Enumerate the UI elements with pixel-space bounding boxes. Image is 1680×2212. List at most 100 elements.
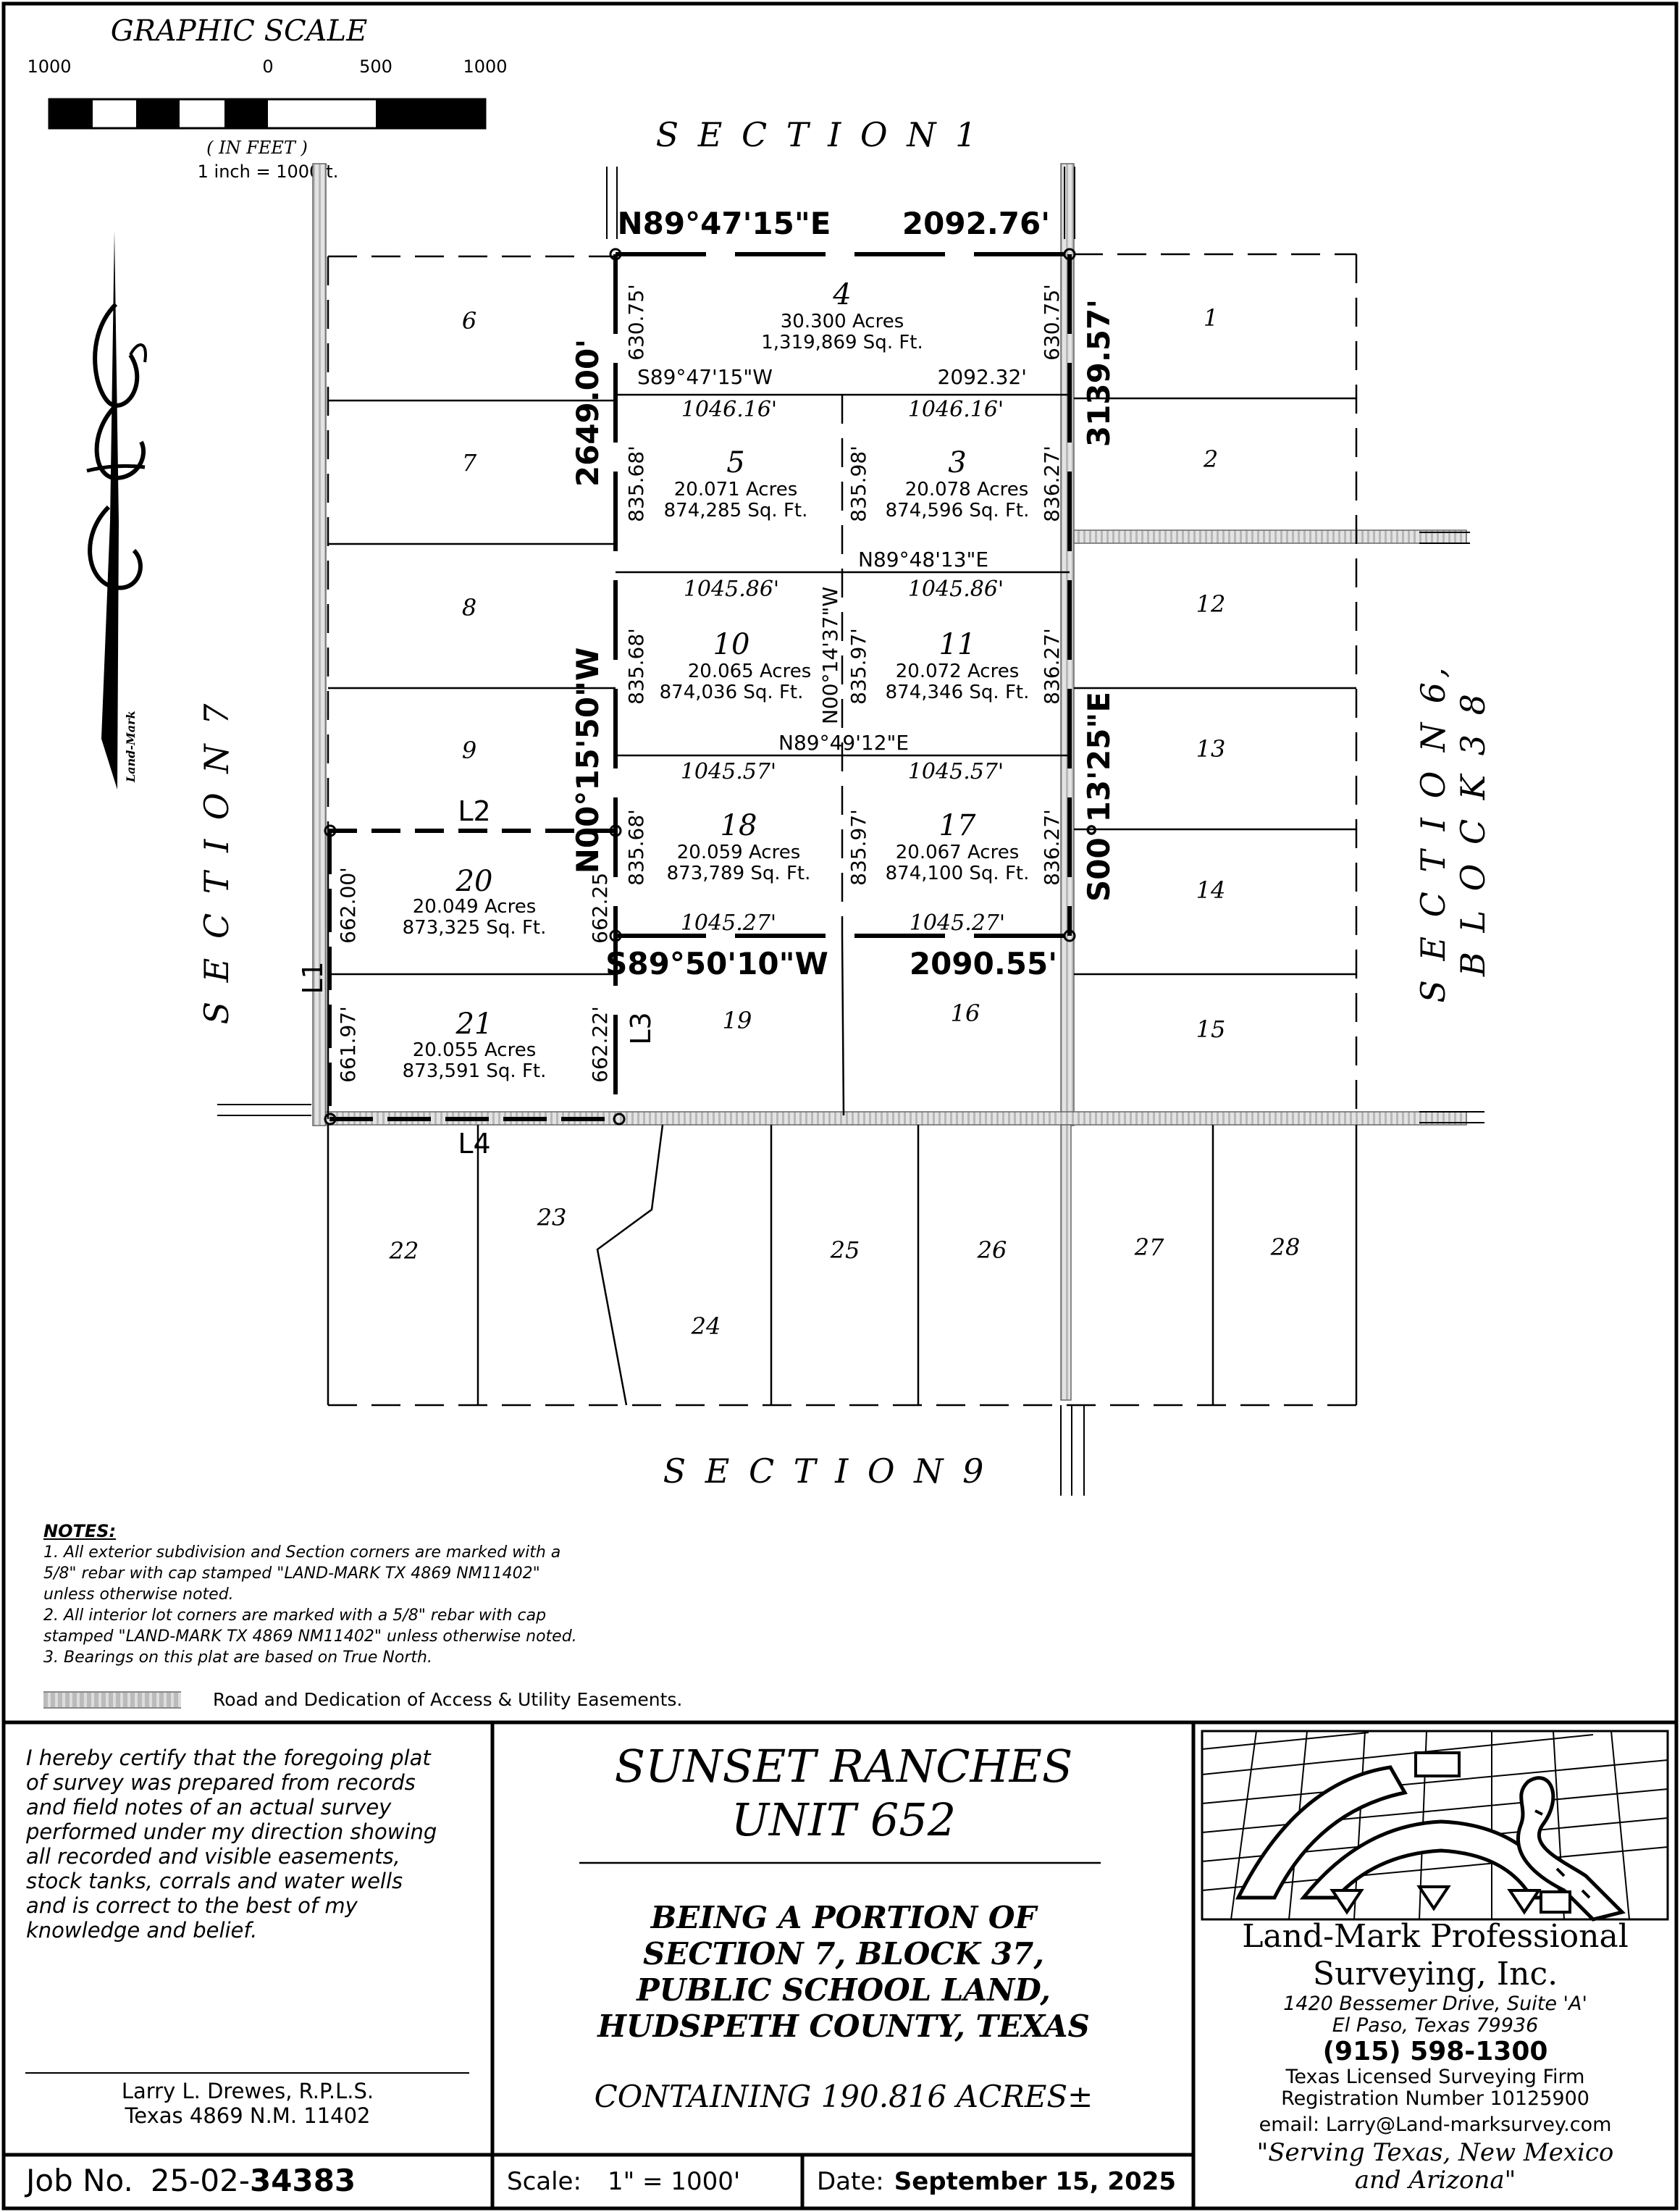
adjoining-lot-8: 8	[462, 594, 476, 621]
company-address-2: El Paso, Texas 79936	[1332, 2014, 1539, 2037]
note-line: unless otherwise noted.	[43, 1585, 234, 1604]
east-bearing: S00°13'25"E	[1081, 692, 1117, 902]
north-arrow-icon: Land-Mark	[86, 230, 147, 789]
dim-lot21-east: 662.22'	[588, 1006, 612, 1083]
lot-4-acres: 30.300 Acres	[781, 311, 904, 332]
dim-line-3b: 1045.86'	[908, 577, 1004, 602]
job-label: Job No.	[26, 2163, 133, 2198]
scale-field: Scale: 1" = 1000'	[507, 2167, 797, 2196]
dim-line-2a: 1046.16'	[681, 397, 777, 422]
cert-line: and is correct to the best of my	[26, 1893, 358, 1918]
note-line: 5/8" rebar with cap stamped "LAND-MARK T…	[43, 1564, 540, 1583]
dim-lot4-east: 630.75'	[1040, 284, 1064, 361]
lot-11-number: 11	[939, 628, 976, 661]
west-bearing: N00°15'50"W	[570, 648, 605, 874]
lot-5-sqft: 874,285 Sq. Ft.	[664, 500, 808, 521]
plat-description: BEING A PORTION OF SECTION 7, BLOCK 37, …	[500, 1900, 1188, 2045]
dim-line-3a: 1045.86'	[684, 577, 779, 602]
surveyor-name: Larry L. Drewes, R.P.L.S.	[121, 2079, 374, 2103]
dim-mid-bearing: N00°14'37"W	[818, 587, 842, 724]
adjoining-lot-22: 22	[389, 1237, 419, 1265]
dim-line-4-bearing: N89°49'12"E	[778, 731, 909, 755]
dim-lot4-west: 630.75'	[624, 284, 648, 361]
adjoining-lot-23: 23	[537, 1204, 567, 1231]
lot-18-number: 18	[721, 809, 757, 842]
dim-line-1-length: 2092.32'	[938, 365, 1027, 389]
dim-line-5b: 1045.27'	[910, 910, 1005, 936]
dim-lot5-west: 835.68'	[624, 445, 648, 522]
lot-11-sqft: 874,346 Sq. Ft.	[886, 682, 1030, 703]
dim-lot3-west: 835.98'	[847, 445, 870, 522]
dim-line-5a: 1045.27'	[681, 910, 776, 936]
lot-17-number: 17	[939, 809, 976, 842]
plat-title: SUNSET RANCHES	[614, 1740, 1073, 1793]
cert-line: and field notes of an actual survey	[26, 1795, 392, 1819]
block-38-label: B L O C K 3 8	[1453, 690, 1492, 977]
section-7-label: S E C T I O N 7	[197, 700, 236, 1025]
lot-18-sqft: 873,789 Sq. Ft.	[667, 863, 811, 884]
scale-label: Scale:	[507, 2167, 581, 2196]
lot-4-sqft: 1,319,869 Sq. Ft.	[761, 332, 923, 353]
adjoining-lot-12: 12	[1196, 590, 1226, 618]
lot-11-acres: 20.072 Acres	[896, 661, 1020, 682]
scale-units: ( IN FEET )	[206, 138, 308, 158]
label-L2: L2	[458, 795, 490, 827]
certification-statement: I hereby certify that the foregoing plat…	[26, 1746, 482, 1943]
lot-21-number: 21	[455, 1007, 493, 1041]
adjoining-lot-9: 9	[462, 737, 476, 764]
scale-tick-500: 500	[359, 56, 392, 77]
north-length: 2092.76'	[902, 206, 1050, 241]
description-line: HUDSPETH COUNTY, TEXAS	[597, 2008, 1090, 2044]
subdivision-lot-labels: 4 30.300 Acres 1,319,869 Sq. Ft. 5 20.07…	[403, 278, 1030, 1082]
lot-10-number: 10	[713, 628, 750, 661]
north-arrow-label: Land-Mark	[124, 711, 138, 783]
lot-10-acres: 20.065 Acres	[688, 661, 812, 682]
lot-20-number: 20	[455, 865, 493, 898]
lot-21-sqft: 873,591 Sq. Ft.	[403, 1060, 547, 1082]
section-9-label: S E C T I O N 9	[663, 1451, 988, 1491]
adjoining-lot-16: 16	[951, 1000, 980, 1027]
lot-3-acres: 20.078 Acres	[905, 479, 1029, 500]
description-line: SECTION 7, BLOCK 37,	[643, 1936, 1044, 1972]
adjoining-lot-6: 6	[462, 307, 476, 335]
dim-line-1-bearing: S89°47'15"W	[637, 365, 773, 389]
legend-label: Road and Dedication of Access & Utility …	[213, 1689, 683, 1710]
lot-18-acres: 20.059 Acres	[677, 842, 801, 863]
date-value: September 15, 2025	[894, 2167, 1177, 2196]
company-phone[interactable]: (915) 598-1300	[1322, 2037, 1548, 2066]
lot-4-number: 4	[832, 278, 851, 311]
label-L1: L1	[297, 961, 329, 994]
description-line: PUBLIC SCHOOL LAND,	[637, 1972, 1051, 2008]
cert-line: performed under my direction showing	[26, 1819, 437, 1844]
note-line: stamped "LAND-MARK TX 4869 NM11402" unle…	[43, 1627, 577, 1646]
notes-heading: NOTES:	[43, 1521, 117, 1541]
company-email[interactable]: email: Larry@Land-marksurvey.com	[1259, 2113, 1612, 2136]
notes-block: NOTES: 1. All exterior subdivision and S…	[43, 1521, 768, 1668]
legend: Road and Dedication of Access & Utility …	[43, 1689, 682, 1710]
corner-markers	[324, 248, 1076, 1126]
cert-line: of survey was prepared from records	[26, 1770, 416, 1795]
west-length: 2649.00'	[570, 339, 605, 487]
adjoining-lot-25: 25	[830, 1236, 860, 1264]
adjoining-lot-labels: 6 7 8 9 1 2 12 13 14 15 19 16 22 23 24 2…	[389, 304, 1301, 1340]
dim-lot3-east: 836.27'	[1040, 445, 1064, 522]
south-length: 2090.55'	[910, 946, 1057, 981]
company-logo-icon	[1201, 1730, 1668, 1922]
scale-tick-0: 0	[262, 56, 273, 77]
south-bearing: S89°50'10"W	[605, 946, 828, 981]
adjoining-lot-15: 15	[1196, 1015, 1226, 1043]
dim-lot10-west: 835.68'	[624, 628, 648, 705]
label-L3: L3	[625, 1012, 657, 1044]
acreage-total: CONTAINING 190.816 ACRES±	[594, 2079, 1093, 2114]
adjoining-lot-28: 28	[1270, 1233, 1301, 1261]
lot-3-number: 3	[948, 446, 966, 479]
cert-line: all recorded and visible easements,	[26, 1844, 400, 1869]
date-label: Date:	[817, 2167, 884, 2196]
note-line: 2. All interior lot corners are marked w…	[43, 1606, 547, 1625]
job-prefix: 25-02-	[150, 2163, 251, 2198]
company-firm-1: Texas Licensed Surveying Firm	[1285, 2066, 1585, 2088]
dim-line-2b: 1046.16'	[908, 397, 1004, 422]
scale-title: GRAPHIC SCALE	[111, 14, 368, 48]
description-line: BEING A PORTION OF	[650, 1900, 1037, 1935]
